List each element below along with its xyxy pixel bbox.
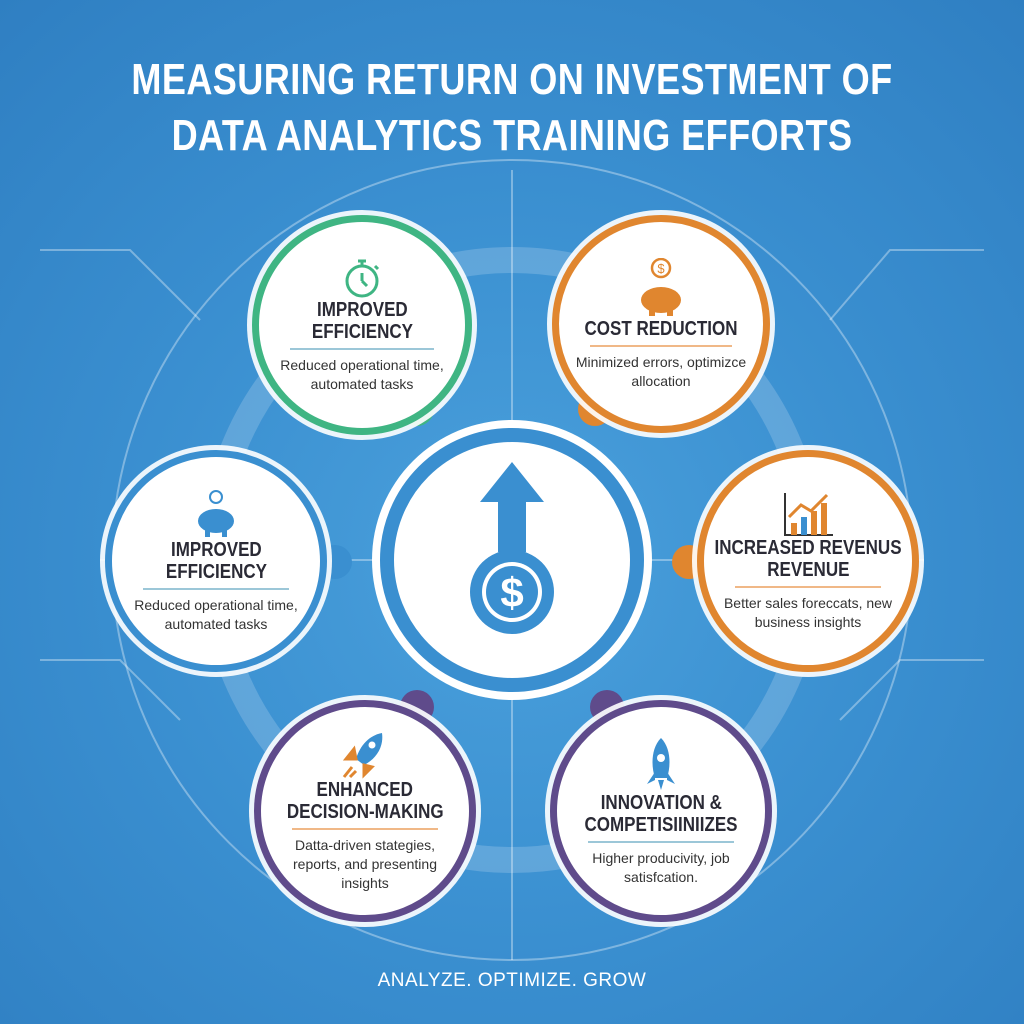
node-description: Datta-driven stategies, reports, and pre… — [293, 837, 437, 891]
title-line-1: MEASURING RETURN ON INVESTMENT OF — [131, 55, 893, 104]
node-heading: REVENUE — [766, 558, 850, 581]
node-heading: INCREASED REVENUS — [714, 536, 902, 559]
node-heading: IMPROVED — [170, 538, 262, 561]
node-heading: INNOVATION & — [600, 791, 722, 814]
divider — [588, 840, 734, 843]
node-cost-reduction: $ COST REDUCTION Minimized errors, optim… — [552, 215, 770, 433]
node-heading: DECISION-MAKING — [286, 801, 444, 823]
node-innovation-competitiveness: INNOVATION & COMPETISIINIIZES Higher pro… — [550, 700, 772, 922]
bar-chart-growth-icon — [784, 492, 833, 536]
node-enhanced-decision-making: ENHANCED DECISION-MAKING Datta-driven st… — [254, 700, 476, 922]
piggy-bank-coin-icon: $ — [641, 257, 681, 316]
title-line-2: DATA ANALYTICS TRAINING EFFORTS — [171, 111, 853, 160]
svg-text:$: $ — [657, 261, 665, 276]
svg-text:$: $ — [500, 569, 523, 616]
node-increased-revenue: INCREASED REVENUS REVENUE Better sales f… — [697, 450, 919, 672]
node-heading: IMPROVED — [316, 298, 408, 321]
page-title: MEASURING RETURN ON INVESTMENT OF DATA A… — [92, 52, 932, 164]
node-heading: COST REDUCTION — [584, 317, 738, 340]
divider — [292, 828, 438, 830]
footer-tagline: ANALYZE. OPTIMIZE. GROW — [377, 970, 647, 991]
node-improved-efficiency-top: IMPROVED EFFICIENCY Reduced operational … — [252, 215, 472, 435]
node-heading: ENHANCED — [316, 779, 414, 801]
divider — [589, 344, 733, 347]
node-description: Reduced operational time, automated task… — [280, 356, 444, 392]
node-description: Reduced operational time, automated task… — [134, 596, 298, 632]
center-roi-hub: $ — [380, 428, 644, 692]
divider — [289, 347, 435, 350]
node-description: Better sales foreccats, new business ins… — [723, 594, 893, 630]
node-description: Minimized errors, optimizce allocation — [575, 353, 747, 389]
rocket-icon — [342, 733, 383, 779]
divider — [143, 587, 289, 590]
dollar-up-arrow-icon: $ — [470, 462, 554, 634]
piggy-bank-icon — [198, 489, 234, 537]
stopwatch-icon — [345, 259, 380, 297]
rocket-icon — [647, 737, 675, 790]
divider — [735, 585, 881, 588]
node-heading: COMPETISIINIIZES — [584, 813, 738, 836]
node-improved-efficiency-left: IMPROVED EFFICIENCY Reduced operational … — [105, 450, 327, 672]
node-heading: EFFICIENCY — [311, 320, 413, 343]
node-heading: EFFICIENCY — [165, 560, 267, 583]
node-description: Higher producivity, job satisfcation. — [592, 849, 730, 885]
